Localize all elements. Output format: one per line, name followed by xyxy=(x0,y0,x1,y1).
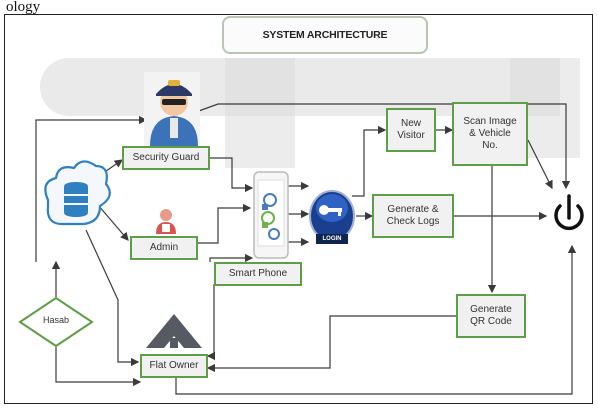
security-guard-label: Security Guard xyxy=(132,152,200,163)
flat-owner-box: Flat Owner xyxy=(140,354,208,378)
generate-qr-box: Generate QR Code xyxy=(456,294,526,338)
admin-label: Admin xyxy=(149,242,179,253)
login-key-icon xyxy=(309,190,355,244)
security-guard-box: Security Guard xyxy=(122,146,210,170)
flat-owner-icon xyxy=(146,314,202,348)
security-guard-icon xyxy=(144,72,200,146)
cloud-database-icon xyxy=(44,160,111,226)
login-label: LOGIN xyxy=(322,236,342,242)
new-visitor-label: New Visitor xyxy=(397,118,425,141)
hasab-label: Hasab xyxy=(42,315,69,325)
arrow-guard-phone xyxy=(210,157,254,193)
admin-icon xyxy=(156,209,176,234)
cut-off-text: ology xyxy=(6,0,41,15)
arrow-left-guard xyxy=(35,115,148,262)
smartphone-icon xyxy=(253,171,289,259)
watermark-block-left xyxy=(225,58,295,168)
arrow-owner-power xyxy=(175,244,577,395)
flat-owner-label: Flat Owner xyxy=(149,360,199,371)
generate-qr-label: Generate QR Code xyxy=(470,304,512,327)
generate-logs-box: Generate & Check Logs xyxy=(372,194,454,238)
arrow-smartbox-phone xyxy=(209,253,254,263)
smart-phone-box: Smart Phone xyxy=(214,262,302,286)
arrow-hasab-owner xyxy=(55,346,142,387)
arrow-cloud-admin xyxy=(97,204,129,241)
diagram-frame xyxy=(4,14,593,404)
smart-phone-label: Smart Phone xyxy=(228,268,288,279)
power-icon xyxy=(554,194,584,231)
scan-image-label: Scan Image & Vehicle No. xyxy=(463,116,517,151)
arrow-smartbox-owner xyxy=(206,284,216,361)
arrow-top-power xyxy=(195,103,571,190)
scan-image-box: Scan Image & Vehicle No. xyxy=(452,102,528,166)
arrow-admin-phone xyxy=(198,203,252,244)
arrow-qr-owner xyxy=(206,315,456,373)
generate-logs-label: Generate & Check Logs xyxy=(386,204,440,227)
diagram-title: SYSTEM ARCHITECTURE xyxy=(222,16,428,54)
arrow-login-visitor xyxy=(352,125,387,197)
new-visitor-box: New Visitor xyxy=(386,108,436,152)
arrow-cloud-owner xyxy=(85,229,140,367)
hasab-diamond xyxy=(18,296,94,348)
admin-box: Admin xyxy=(130,236,198,260)
arrow-scan-power xyxy=(527,139,553,190)
